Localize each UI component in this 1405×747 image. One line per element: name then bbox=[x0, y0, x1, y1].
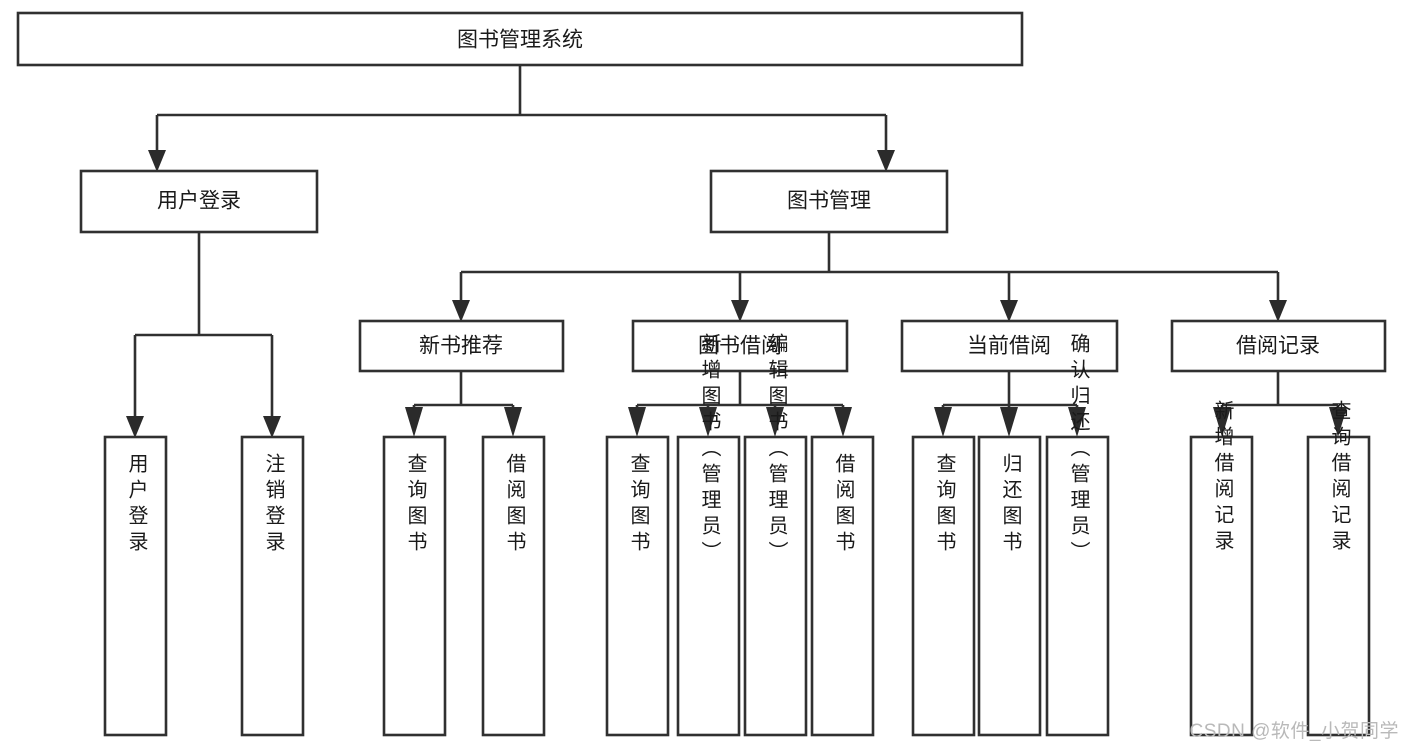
arrow-user-login-to-leaf-1 bbox=[126, 416, 144, 438]
arrow-book-borrow-to-leaf-2 bbox=[699, 407, 717, 437]
node-current-borrow-box[interactable] bbox=[900, 319, 1119, 373]
node-current-borrow[interactable]: 当前借阅 bbox=[900, 319, 1119, 373]
arrow-borrow-record-to-leaf-2 bbox=[1329, 407, 1347, 437]
node-borrow-record[interactable]: 借阅记录 bbox=[1170, 319, 1387, 373]
node-user-login[interactable]: 用户登录 bbox=[79, 169, 319, 234]
node-leaf-edit-book[interactable]: 编辑图书（管理员） bbox=[743, 333, 808, 737]
node-leaf-confirm-return[interactable]: 确认归还（管理员） bbox=[1045, 333, 1110, 737]
node-new-book-rec-label: 新书推荐 bbox=[419, 335, 503, 358]
node-leaf-query-book-3-label: 查询图书 bbox=[933, 453, 956, 557]
node-user-login-box[interactable] bbox=[79, 169, 319, 234]
arrow-new-book-rec-to-leaf-1 bbox=[405, 407, 423, 437]
arrow-book-borrow-to-leaf-3 bbox=[766, 407, 784, 437]
node-leaf-query-book-3[interactable]: 查询图书 bbox=[911, 435, 976, 737]
arrow-current-borrow-to-leaf-3 bbox=[1068, 407, 1086, 437]
node-leaf-user-login-label: 用户登录 bbox=[125, 453, 148, 557]
node-leaf-user-login[interactable]: 用户登录 bbox=[103, 435, 168, 737]
node-leaf-edit-book-box[interactable] bbox=[743, 435, 808, 737]
node-root-box[interactable] bbox=[16, 11, 1024, 67]
node-current-borrow-label: 当前借阅 bbox=[967, 335, 1051, 358]
arrow-root-to-book-manage bbox=[877, 150, 895, 172]
node-leaf-query-book-1-box[interactable] bbox=[382, 435, 447, 737]
node-leaf-borrow-book-1[interactable]: 借阅图书 bbox=[481, 435, 546, 737]
arrow-root-to-user-login bbox=[148, 150, 166, 172]
node-book-borrow[interactable]: 图书借阅 bbox=[631, 319, 849, 373]
node-book-borrow-label: 图书借阅 bbox=[698, 335, 782, 358]
csdn-watermark: CSDN @软件_小贺同学 bbox=[1189, 721, 1399, 742]
node-leaf-confirm-return-box[interactable] bbox=[1045, 435, 1110, 737]
node-book-manage-label: 图书管理 bbox=[787, 190, 871, 213]
node-leaf-edit-book-label: 编辑图书（管理员） bbox=[765, 333, 788, 567]
arrow-borrow-record-to-leaf-1 bbox=[1213, 407, 1231, 437]
arrow-book-borrow-to-leaf-4 bbox=[834, 407, 852, 437]
node-borrow-record-box[interactable] bbox=[1170, 319, 1387, 373]
node-root-label: 图书管理系统 bbox=[457, 29, 583, 52]
arrow-book-manage-to-new-book-rec bbox=[452, 300, 470, 322]
node-leaf-borrow-book-2-box[interactable] bbox=[810, 435, 875, 737]
node-leaf-add-record-label: 新增借阅记录 bbox=[1211, 400, 1234, 556]
node-leaf-query-record-label: 查询借阅记录 bbox=[1328, 400, 1351, 556]
arrow-book-borrow-to-leaf-1 bbox=[628, 407, 646, 437]
node-book-manage[interactable]: 图书管理 bbox=[709, 169, 949, 234]
node-book-borrow-box[interactable] bbox=[631, 319, 849, 373]
node-leaf-query-book-2[interactable]: 查询图书 bbox=[605, 435, 670, 737]
node-leaf-query-book-1[interactable]: 查询图书 bbox=[382, 435, 447, 737]
node-leaf-add-book[interactable]: 新增图书（管理员） bbox=[676, 333, 741, 737]
node-leaf-logout-box[interactable] bbox=[240, 435, 305, 737]
node-leaf-query-book-3-box[interactable] bbox=[911, 435, 976, 737]
node-leaf-query-record[interactable]: 查询借阅记录 bbox=[1306, 400, 1371, 737]
node-leaf-query-book-2-box[interactable] bbox=[605, 435, 670, 737]
node-leaf-return-book[interactable]: 归还图书 bbox=[977, 435, 1042, 737]
node-leaf-confirm-return-label: 确认归还（管理员） bbox=[1067, 333, 1090, 567]
connector-layer bbox=[126, 65, 1347, 438]
node-leaf-borrow-book-1-box[interactable] bbox=[481, 435, 546, 737]
arrow-new-book-rec-to-leaf-2 bbox=[504, 407, 522, 437]
node-leaf-add-record[interactable]: 新增借阅记录 bbox=[1189, 400, 1254, 737]
node-new-book-rec-box[interactable] bbox=[358, 319, 565, 373]
node-leaf-add-record-box[interactable] bbox=[1189, 435, 1254, 737]
node-user-login-label: 用户登录 bbox=[157, 190, 241, 213]
node-leaf-borrow-book-2-label: 借阅图书 bbox=[832, 453, 855, 557]
node-leaf-query-book-1-label: 查询图书 bbox=[404, 453, 427, 557]
node-leaf-add-book-label: 新增图书（管理员） bbox=[698, 333, 721, 567]
node-leaf-return-book-box[interactable] bbox=[977, 435, 1042, 737]
arrow-user-login-to-leaf-2 bbox=[263, 416, 281, 438]
arrow-current-borrow-to-leaf-2 bbox=[1000, 407, 1018, 437]
arrow-current-borrow-to-leaf-1 bbox=[934, 407, 952, 437]
node-new-book-rec[interactable]: 新书推荐 bbox=[358, 319, 565, 373]
node-leaf-user-login-box[interactable] bbox=[103, 435, 168, 737]
node-leaf-borrow-book-1-label: 借阅图书 bbox=[503, 453, 526, 557]
arrow-book-manage-to-borrow-record bbox=[1269, 300, 1287, 322]
node-leaf-borrow-book-2[interactable]: 借阅图书 bbox=[810, 435, 875, 737]
node-leaf-query-record-box[interactable] bbox=[1306, 435, 1371, 737]
node-leaf-logout[interactable]: 注销登录 bbox=[240, 435, 305, 737]
arrow-book-manage-to-current-borrow bbox=[1000, 300, 1018, 322]
node-leaf-return-book-label: 归还图书 bbox=[999, 453, 1022, 557]
arrow-book-manage-to-book-borrow bbox=[731, 300, 749, 322]
node-borrow-record-label: 借阅记录 bbox=[1236, 335, 1320, 358]
node-leaf-logout-label: 注销登录 bbox=[262, 453, 285, 557]
node-book-manage-box[interactable] bbox=[709, 169, 949, 234]
node-leaf-add-book-box[interactable] bbox=[676, 435, 741, 737]
node-leaf-query-book-2-label: 查询图书 bbox=[627, 453, 650, 557]
node-root[interactable]: 图书管理系统 bbox=[16, 11, 1024, 67]
